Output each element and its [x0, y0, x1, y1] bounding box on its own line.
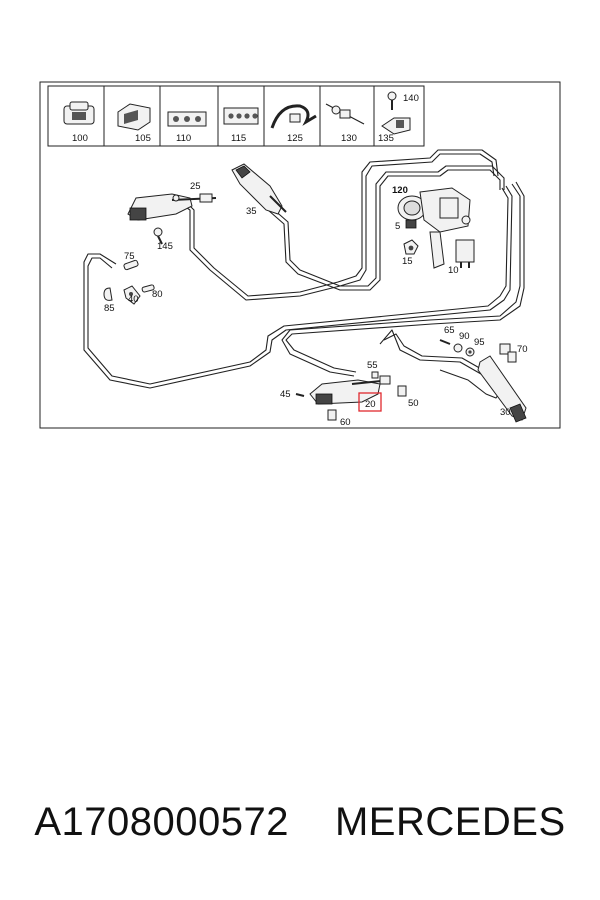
callout-30: 30 — [500, 407, 511, 418]
callout-40: 40 — [128, 294, 139, 305]
screw-65 — [439, 339, 451, 345]
callout-25: 25 — [190, 181, 201, 192]
bracket-40 — [123, 285, 141, 305]
legend-box: 100 105 110 115 125 — [47, 85, 425, 147]
pin-75 — [123, 259, 139, 271]
lock-cylinder-35 — [231, 163, 287, 215]
lock-cylinder-30 — [477, 343, 527, 423]
callout-55: 55 — [367, 360, 378, 371]
pin-80 — [141, 284, 155, 293]
legend-label-110: 110 — [176, 133, 191, 144]
callout-20: 20 — [365, 399, 376, 410]
callout-35: 35 — [246, 206, 257, 217]
callout-5: 5 — [395, 221, 400, 232]
highlight-box — [358, 392, 382, 412]
part-number: A1708000572 — [34, 800, 289, 844]
callout-65: 65 — [444, 325, 455, 336]
legend-label-130: 130 — [341, 133, 357, 144]
lock-cylinder-left — [127, 193, 217, 221]
clip-85 — [103, 287, 113, 301]
callout-90: 90 — [459, 331, 470, 342]
nut-15 — [403, 239, 419, 255]
clip-60 — [327, 409, 337, 421]
grommet-icon — [63, 101, 95, 125]
pipe-holder-icon — [167, 111, 207, 127]
washer-95 — [465, 347, 475, 357]
callout-60: 60 — [340, 417, 351, 428]
legend-label-105: 105 — [135, 133, 151, 144]
bracket-70 — [507, 351, 517, 363]
bolt-55 — [371, 371, 379, 379]
callout-95: 95 — [474, 337, 485, 348]
lock-cylinder-bottom — [309, 375, 391, 405]
screw-icon — [387, 91, 397, 110]
callout-labels: 25 35 120 5 15 10 145 75 40 80 85 65 90 … — [104, 181, 528, 428]
callout-70: 70 — [517, 344, 528, 355]
cable-tie-icon — [270, 104, 317, 129]
callout-80: 80 — [152, 289, 163, 300]
callout-120: 120 — [392, 185, 408, 196]
parts-diagram: 100 105 110 115 125 — [39, 81, 561, 429]
callout-45: 45 — [280, 389, 291, 400]
brand-name: MERCEDES — [334, 800, 566, 844]
bracket-icon — [381, 117, 411, 135]
callout-15: 15 — [402, 256, 413, 267]
legend-label-115: 115 — [231, 133, 246, 144]
nut-90 — [453, 343, 463, 353]
legend-label-100: 100 — [72, 133, 88, 144]
relay-box-10 — [455, 239, 475, 268]
callout-75: 75 — [124, 251, 135, 262]
clip-50 — [397, 385, 407, 397]
legend-label-140: 140 — [403, 93, 419, 104]
callout-50: 50 — [408, 398, 419, 409]
hydraulic-lines — [83, 149, 525, 399]
screw-45 — [295, 393, 305, 397]
pump-unit — [397, 187, 471, 269]
clip-icon — [117, 103, 151, 131]
callout-10: 10 — [448, 265, 459, 276]
caption: A1708000572 MERCEDES — [0, 800, 600, 845]
pipe-clip-icon — [325, 103, 365, 125]
legend-label-135: 135 — [378, 133, 394, 144]
callout-145: 145 — [157, 241, 173, 252]
pipe-holder-icon — [223, 107, 259, 125]
callout-85: 85 — [104, 303, 115, 314]
screw-145 — [153, 227, 163, 245]
legend-label-125: 125 — [287, 133, 303, 144]
